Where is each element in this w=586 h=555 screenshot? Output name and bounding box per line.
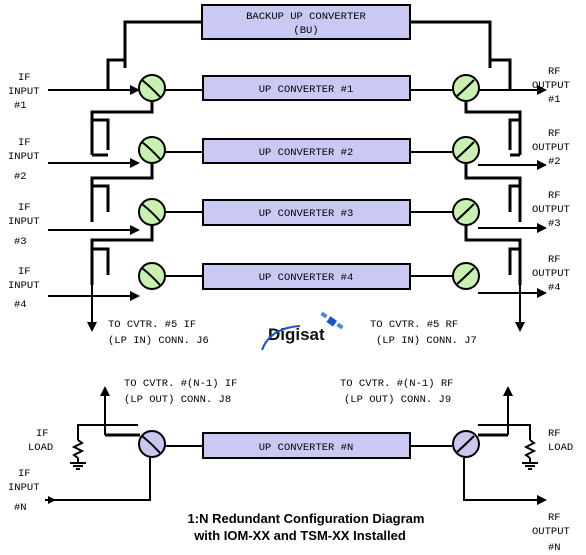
rf-output-2-line1: RF [548,128,561,140]
rf-output-1-line2: OUTPUT [532,80,570,92]
if-input-n-line1: IF [18,468,31,480]
if-load-line2: LOAD [28,442,53,454]
if-input-4-line1: IF [18,266,31,278]
if-load-line1: IF [36,428,49,440]
if-input-2-line1: IF [18,137,31,149]
caption-line1: 1:N Redundant Configuration Diagram [188,511,425,526]
if-input-n-line2: INPUT [8,482,40,494]
converter-row-1: UP CONVERTER #1 IF INPUT #1 RF OUTPUT #1 [8,58,570,112]
rf-output-1-line3: #1 [548,94,561,106]
to-j8-line2: (LP OUT) CONN. J8 [124,394,231,406]
digisat-logo-text: Digisat [268,325,325,344]
if-input-4-line2: INPUT [8,280,40,292]
if-input-3-line3: #3 [14,236,27,248]
rf-output-n-line1: RF [548,512,561,524]
converter-row-4: UP CONVERTER #4 IF INPUT #4 RF OUTPUT #4 [8,247,570,311]
if-input-4-line3: #4 [14,299,27,311]
if-input-1-line1: IF [18,72,31,84]
to-j9-line2: (LP OUT) CONN. J9 [344,394,451,406]
to-j9-line1: TO CVTR. #(N-1) RF [340,378,453,390]
rf-output-4-line2: OUTPUT [532,268,570,280]
caption-line2: with IOM-XX and TSM-XX Installed [193,528,406,543]
backup-converter-abbr: (BU) [293,25,318,37]
if-input-2-line3: #2 [14,171,27,183]
rf-load-line2: LOAD [548,442,573,454]
to-j7-line2: (LP IN) CONN. J7 [376,335,477,347]
rf-output-2-line3: #2 [548,156,561,168]
to-j6-line2: (LP IN) CONN. J6 [108,335,209,347]
converter-row-3: UP CONVERTER #3 IF INPUT #3 RF OUTPUT #3 [8,184,570,248]
backup-up-converter: BACKUP UP CONVERTER (BU) [201,4,411,40]
rf-output-4-line1: RF [548,254,561,266]
up-converter-4-label: UP CONVERTER #4 [259,272,354,284]
up-converter-1-label: UP CONVERTER #1 [259,84,354,96]
rf-output-n-line2: OUTPUT [532,526,570,538]
if-input-1-line3: #1 [14,100,27,112]
if-input-2-line2: INPUT [8,151,40,163]
to-j6-line1: TO CVTR. #5 IF [108,319,196,331]
rf-output-n-line3: #N [548,542,561,554]
rf-output-3-line2: OUTPUT [532,204,570,216]
rf-output-3-line3: #3 [548,218,561,230]
rf-output-4-line3: #4 [548,282,561,294]
if-input-1-line2: INPUT [8,86,40,98]
rf-output-3-line1: RF [548,190,561,202]
rf-output-2-line2: OUTPUT [532,142,570,154]
digisat-logo: Digisat [261,311,344,351]
to-j7-line1: TO CVTR. #5 RF [370,319,458,331]
up-converter-n-label: UP CONVERTER #N [259,442,354,454]
rf-output-1-line1: RF [548,66,561,78]
rf-load-line1: RF [548,428,561,440]
to-j8-line1: TO CVTR. #(N-1) IF [124,378,237,390]
if-input-n-line3: #N [14,502,27,514]
converter-row-n: UP CONVERTER #N IF LOAD RF LOAD IF INPUT… [8,424,573,554]
backup-converter-label: BACKUP UP CONVERTER [246,11,366,23]
if-input-3-line1: IF [18,202,31,214]
up-converter-2-label: UP CONVERTER #2 [259,147,354,159]
up-converter-3-label: UP CONVERTER #3 [259,208,354,220]
converter-row-2: UP CONVERTER #2 IF INPUT #2 RF OUTPUT #2 [8,128,570,183]
if-input-3-line2: INPUT [8,216,40,228]
